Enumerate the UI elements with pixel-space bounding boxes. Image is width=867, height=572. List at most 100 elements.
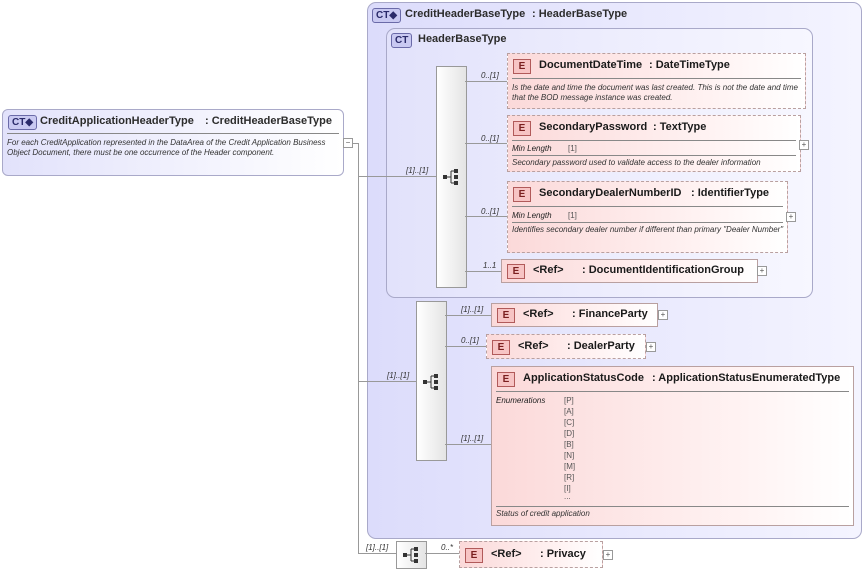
expand-toggle-icon[interactable]: +	[757, 266, 767, 276]
expand-toggle-icon[interactable]: +	[658, 310, 668, 320]
occurrence-label: [1]..[1]	[366, 543, 389, 552]
expand-toggle-icon[interactable]: +	[603, 550, 613, 560]
enum-value: [P]	[564, 396, 574, 405]
element-type: : DealerParty	[567, 340, 635, 352]
sequence-compositor[interactable]	[436, 66, 467, 288]
element-icon: E	[513, 121, 531, 136]
ref-label: <Ref>	[491, 548, 522, 560]
complex-type-icon: CT◆	[8, 115, 38, 130]
element-secondary-password[interactable]: E SecondaryPassword : TextType Min Lengt…	[507, 115, 801, 172]
enum-value: [C]	[564, 418, 575, 427]
element-icon: E	[465, 548, 483, 563]
element-icon: E	[513, 187, 531, 202]
element-ref-document-identification-group[interactable]: E <Ref> : DocumentIdentificationGroup	[501, 259, 758, 283]
element-documentation: Is the date and time the document was la…	[512, 83, 798, 102]
sequence-icon	[443, 169, 458, 185]
divider	[512, 206, 783, 207]
root-type-name: CreditApplicationHeaderType	[40, 115, 194, 127]
occurrence-label: 0..[1]	[481, 71, 499, 80]
connector	[425, 553, 459, 554]
complex-type-icon: CT	[391, 33, 413, 48]
ref-label: <Ref>	[533, 264, 564, 276]
collapse-toggle-icon[interactable]: −	[343, 138, 353, 148]
divider	[512, 222, 783, 223]
enum-value: [A]	[564, 407, 574, 416]
element-name: SecondaryPassword	[539, 121, 648, 133]
occurrence-label: [1]..[1]	[387, 371, 410, 380]
sequence-compositor[interactable]	[416, 301, 447, 461]
connector	[358, 143, 359, 553]
element-type: : DateTimeType	[649, 59, 730, 71]
element-documentation: Identifies secondary dealer number if di…	[512, 225, 784, 234]
occurrence-label: [1]..[1]	[461, 434, 484, 443]
outer-base-type: : HeaderBaseType	[532, 8, 628, 20]
element-ref-privacy[interactable]: E <Ref> : Privacy	[459, 541, 603, 568]
occurrence-label: 1..1	[483, 261, 497, 270]
connector	[465, 143, 507, 144]
connector	[445, 444, 491, 445]
expand-toggle-icon[interactable]: +	[646, 342, 656, 352]
occurrence-label: [1]..[1]	[406, 166, 429, 175]
facet-label: Min Length	[512, 144, 552, 153]
element-ref-dealer-party[interactable]: E <Ref> : DealerParty	[486, 334, 646, 359]
element-application-status-code[interactable]: E ApplicationStatusCode : ApplicationSta…	[491, 366, 854, 526]
expand-toggle-icon[interactable]: +	[799, 140, 809, 150]
element-icon: E	[497, 372, 515, 387]
facet-value: [1]	[568, 211, 577, 220]
complex-type-icon: CT◆	[372, 8, 402, 23]
element-type: : Privacy	[540, 548, 586, 560]
facet-label: Min Length	[512, 211, 552, 220]
sequence-icon	[403, 547, 418, 563]
enum-value: [M]	[564, 462, 576, 471]
connector	[358, 553, 396, 554]
element-document-date-time[interactable]: E DocumentDateTime : DateTimeType Is the…	[507, 53, 806, 109]
sequence-icon	[423, 374, 438, 390]
divider	[512, 78, 801, 79]
outer-type-name: CreditHeaderBaseType	[405, 8, 526, 20]
element-icon: E	[497, 308, 515, 323]
occurrence-label: 0..[1]	[461, 336, 479, 345]
element-documentation: Secondary password used to validate acce…	[512, 158, 761, 167]
occurrence-label: [1]..[1]	[461, 305, 484, 314]
element-name: SecondaryDealerNumberID	[539, 187, 682, 199]
connector	[353, 143, 359, 144]
element-type: : FinanceParty	[572, 308, 648, 320]
enum-value: [R]	[564, 473, 575, 482]
sequence-compositor[interactable]	[396, 541, 427, 569]
enum-value: ...	[564, 492, 571, 501]
ref-label: <Ref>	[523, 308, 554, 320]
connector	[358, 176, 436, 177]
element-type: : ApplicationStatusEnumeratedType	[652, 372, 841, 384]
inner-type-name: HeaderBaseType	[418, 33, 507, 45]
divider	[512, 140, 796, 141]
facet-value: [1]	[568, 144, 577, 153]
element-secondary-dealer-number-id[interactable]: E SecondaryDealerNumberID : IdentifierTy…	[507, 181, 788, 253]
connector	[465, 271, 501, 272]
enum-value: [B]	[564, 440, 574, 449]
divider	[7, 133, 339, 134]
occurrence-label: 0..*	[441, 543, 454, 552]
divider	[512, 155, 796, 156]
connector	[465, 81, 507, 82]
divider	[496, 391, 849, 392]
element-name: ApplicationStatusCode	[523, 372, 645, 384]
enum-value: [N]	[564, 451, 575, 460]
element-type: : TextType	[653, 121, 707, 133]
element-icon: E	[513, 59, 531, 74]
element-documentation: Status of credit application	[496, 509, 590, 518]
root-documentation: For each CreditApplication represented i…	[7, 138, 326, 157]
element-name: DocumentDateTime	[539, 59, 643, 71]
root-base-type: : CreditHeaderBaseType	[205, 115, 332, 127]
enum-value: [D]	[564, 429, 575, 438]
connector	[445, 315, 491, 316]
occurrence-label: 0..[1]	[481, 207, 499, 216]
divider	[496, 506, 849, 507]
connector	[465, 216, 507, 217]
enum-value: [I]	[564, 484, 571, 493]
element-type: : DocumentIdentificationGroup	[582, 264, 744, 276]
expand-toggle-icon[interactable]: +	[786, 212, 796, 222]
occurrence-label: 0..[1]	[481, 134, 499, 143]
root-complex-type[interactable]: CT◆ CreditApplicationHeaderType : Credit…	[2, 109, 344, 176]
element-ref-finance-party[interactable]: E <Ref> : FinanceParty	[491, 303, 658, 327]
element-type: : IdentifierType	[691, 187, 770, 199]
